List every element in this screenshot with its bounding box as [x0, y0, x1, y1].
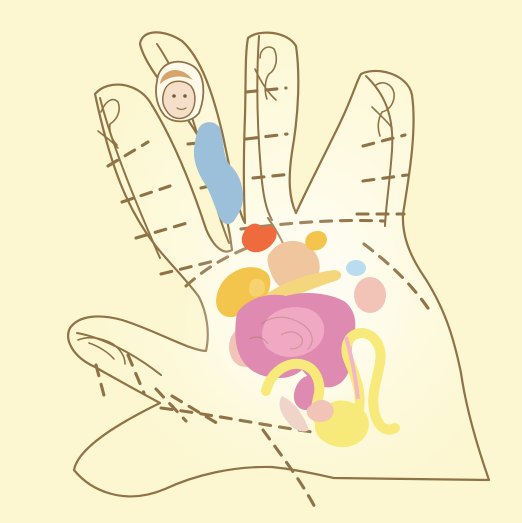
face: [163, 81, 195, 118]
bladder-top: [346, 260, 366, 276]
face-figure: [156, 62, 203, 122]
left-eye: [172, 94, 176, 98]
right-eye: [183, 94, 187, 98]
gallbladder: [249, 279, 265, 297]
right-kidney: [354, 277, 386, 313]
